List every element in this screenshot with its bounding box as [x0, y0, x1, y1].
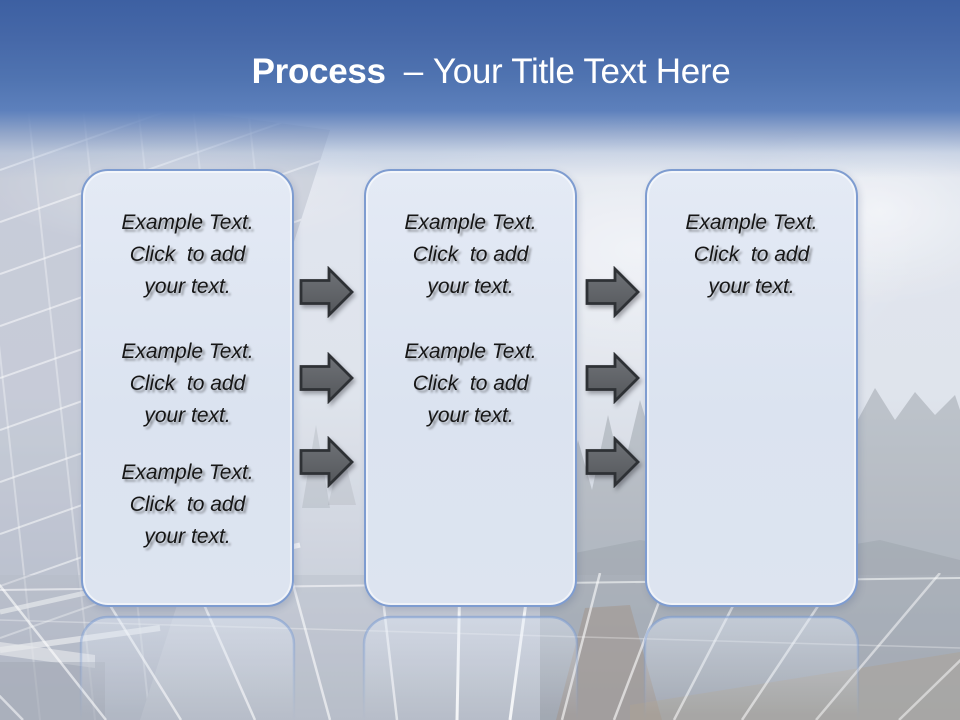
- text-line: Example Text.: [685, 211, 818, 234]
- title-keyword: Process: [251, 52, 386, 91]
- text-line: Click to add: [129, 243, 246, 266]
- text-line: your text.: [427, 275, 514, 298]
- text-line: Click to add: [129, 372, 246, 395]
- placeholder-paragraph[interactable]: Example Text. Click to add your text.: [380, 207, 561, 303]
- arrow-right-icon[interactable]: [299, 352, 355, 404]
- text-line: your text.: [144, 404, 231, 427]
- placeholder-paragraph[interactable]: Example Text. Click to add your text.: [97, 207, 278, 303]
- text-line: your text.: [144, 275, 231, 298]
- text-line: your text.: [427, 404, 514, 427]
- placeholder-paragraph[interactable]: Example Text. Click to add your text.: [97, 457, 278, 553]
- text-placeholder-3: Example Text. Click to add your text.: [647, 171, 856, 303]
- placeholder-paragraph[interactable]: Example Text. Click to add your text.: [380, 336, 561, 432]
- title-text: Your Title Text Here: [432, 52, 731, 91]
- text-line: Example Text.: [404, 340, 537, 363]
- title-bar: Process–Your Title Text Here: [0, 0, 960, 178]
- process-box-3[interactable]: Example Text. Click to add your text.: [645, 169, 858, 607]
- text-line: Click to add: [412, 372, 529, 395]
- text-line: Example Text.: [404, 211, 537, 234]
- text-placeholder-1: Example Text. Click to add your text. Exam…: [83, 171, 292, 553]
- arrow-right-icon[interactable]: [585, 266, 641, 318]
- text-line: Click to add: [412, 243, 529, 266]
- arrow-right-icon[interactable]: [585, 436, 641, 488]
- slide-title[interactable]: Process–Your Title Text Here: [11, 50, 960, 94]
- text-line: Example Text.: [121, 340, 254, 363]
- process-box-1[interactable]: Example Text. Click to add your text. Exam…: [81, 169, 294, 607]
- placeholder-paragraph[interactable]: Example Text. Click to add your text.: [97, 336, 278, 432]
- arrow-right-icon[interactable]: [585, 352, 641, 404]
- process-box-2[interactable]: Example Text. Click to add your text. Exam…: [364, 169, 577, 607]
- text-line: Click to add: [693, 243, 810, 266]
- arrow-right-icon[interactable]: [299, 266, 355, 318]
- title-separator: –: [403, 52, 423, 91]
- text-line: Example Text.: [121, 461, 254, 484]
- text-line: your text.: [144, 525, 231, 548]
- placeholder-paragraph[interactable]: Example Text. Click to add your text.: [661, 207, 842, 303]
- text-placeholder-2: Example Text. Click to add your text. Exam…: [366, 171, 575, 432]
- text-line: your text.: [708, 275, 795, 298]
- text-line: Click to add: [129, 493, 246, 516]
- ground: [556, 605, 960, 720]
- text-line: Example Text.: [121, 211, 254, 234]
- arrow-right-icon[interactable]: [299, 436, 355, 488]
